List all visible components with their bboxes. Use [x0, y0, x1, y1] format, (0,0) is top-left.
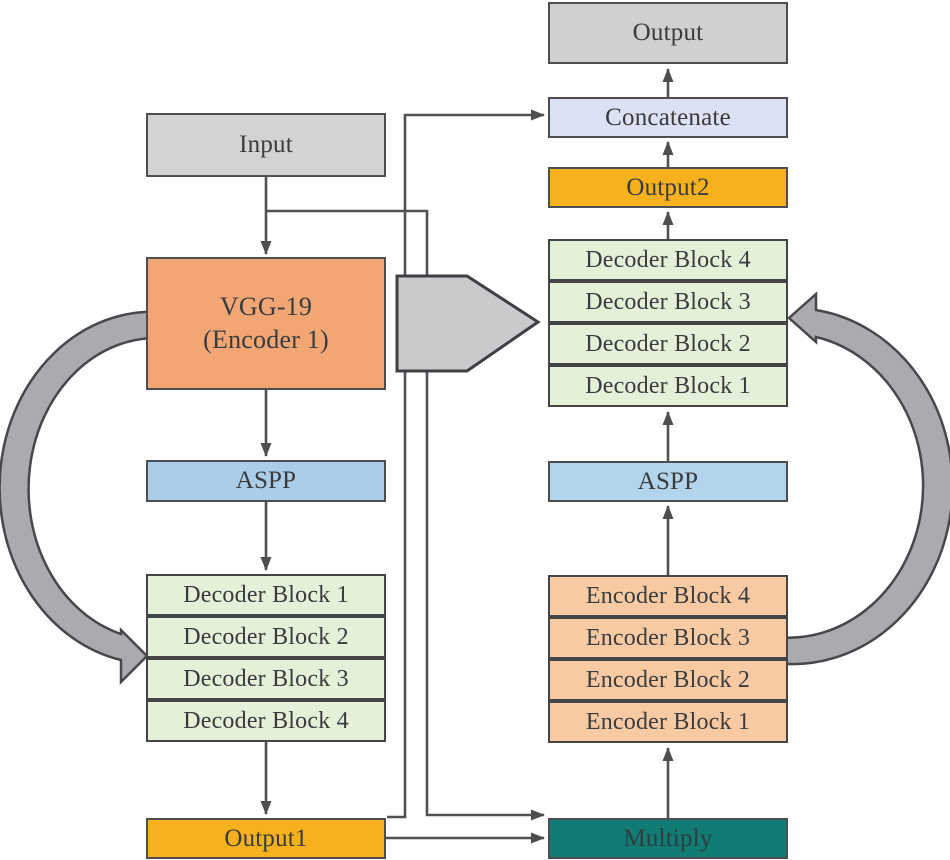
output2-box: Output2: [548, 167, 788, 208]
aspp-left-box: ASPP: [146, 460, 386, 502]
output1-box: Output1: [146, 818, 386, 859]
encoder-block-2-label: Encoder Block 2: [585, 667, 751, 693]
left-decoder-block-1-label: Decoder Block 1: [183, 582, 349, 608]
multiply-label: Multiply: [623, 824, 713, 852]
right-decoder-block-1: Decoder Block 1: [548, 365, 788, 407]
encoder-block-3: Encoder Block 3: [548, 617, 788, 659]
encoder-block-1: Encoder Block 1: [548, 701, 788, 743]
vgg19-encoder1-box: VGG-19 (Encoder 1): [146, 257, 386, 390]
arrow-input-branch-to-multiply: [266, 209, 545, 821]
encoder-block-4: Encoder Block 4: [548, 575, 788, 617]
output1-label: Output1: [224, 824, 308, 852]
concatenate-box: Concatenate: [548, 97, 788, 138]
left-decoder-stack: Decoder Block 1 Decoder Block 2 Decoder …: [146, 574, 386, 742]
right-decoder-block-2: Decoder Block 2: [548, 323, 788, 365]
vgg19-label: VGG-19: [219, 292, 313, 321]
right-decoder-stack: Decoder Block 4 Decoder Block 3 Decoder …: [548, 239, 788, 407]
right-decoder-block-2-label: Decoder Block 2: [585, 331, 751, 357]
input-box: Input: [146, 113, 386, 177]
left-decoder-block-3-label: Decoder Block 3: [183, 666, 349, 692]
right-encoder-stack: Encoder Block 4 Encoder Block 3 Encoder …: [548, 575, 788, 743]
right-decoder-block-3: Decoder Block 3: [548, 281, 788, 323]
output-label: Output: [632, 19, 704, 47]
left-decoder-block-4: Decoder Block 4: [146, 700, 386, 742]
left-decoder-block-1: Decoder Block 1: [146, 574, 386, 616]
arrow-output1-to-concatenate: [387, 109, 545, 819]
aspp-right-box: ASPP: [548, 461, 788, 502]
right-decoder-block-1-label: Decoder Block 1: [585, 373, 751, 399]
block-arrow-right-icon: [395, 274, 541, 373]
skip-connection-arrow-left: [0, 310, 162, 686]
input-label: Input: [239, 131, 293, 159]
aspp-left-label: ASPP: [235, 467, 297, 495]
left-decoder-block-3: Decoder Block 3: [146, 658, 386, 700]
skip-connection-arrow-right: [773, 291, 950, 666]
concatenate-label: Concatenate: [605, 103, 731, 131]
multiply-box: Multiply: [548, 818, 788, 859]
output-box: Output: [548, 2, 788, 64]
right-decoder-block-3-label: Decoder Block 3: [585, 289, 751, 315]
right-decoder-block-4: Decoder Block 4: [548, 239, 788, 281]
aspp-right-label: ASPP: [637, 467, 699, 495]
left-decoder-block-2: Decoder Block 2: [146, 616, 386, 658]
encoder-block-3-label: Encoder Block 3: [585, 625, 751, 651]
encoder-block-2: Encoder Block 2: [548, 659, 788, 701]
encoder-block-1-label: Encoder Block 1: [585, 709, 751, 735]
encoder-block-4-label: Encoder Block 4: [585, 583, 751, 609]
left-decoder-block-2-label: Decoder Block 2: [183, 624, 349, 650]
right-decoder-block-4-label: Decoder Block 4: [585, 247, 751, 273]
left-decoder-block-4-label: Decoder Block 4: [183, 708, 349, 734]
encoder1-label: (Encoder 1): [203, 324, 329, 354]
output2-label: Output2: [626, 173, 710, 201]
